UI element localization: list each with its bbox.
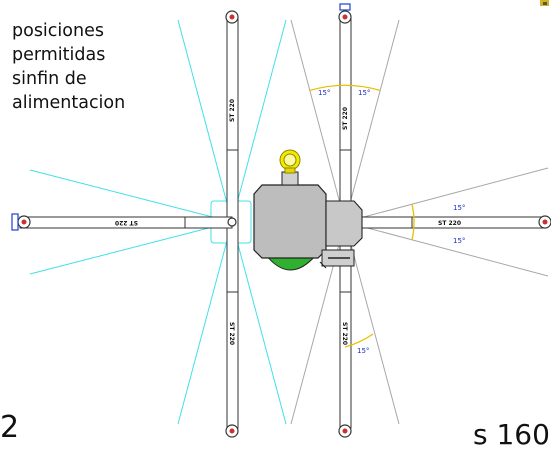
conveyor-label-lower-right: ST 220 bbox=[341, 322, 348, 345]
caption: posiciones permitidas sinfin de alimenta… bbox=[12, 19, 182, 115]
reference-line bbox=[290, 19, 346, 223]
corner-icon bbox=[540, 0, 549, 6]
allowed-line bbox=[29, 169, 233, 223]
reference-line bbox=[344, 221, 549, 277]
end-caps bbox=[11, 3, 351, 231]
angle-labels: 15° 15° 15° 15° 15° bbox=[318, 89, 465, 355]
conveyor-label-lower-left: ST 220 bbox=[228, 322, 235, 345]
angle-label-right-upper: 15° bbox=[453, 204, 465, 212]
motor bbox=[279, 149, 301, 174]
angle-arcs bbox=[309, 84, 415, 348]
conveyor-label-right: ST 220 bbox=[438, 220, 461, 227]
allowed-line bbox=[231, 221, 287, 425]
allowed-line bbox=[177, 19, 233, 223]
reference-lines bbox=[290, 19, 549, 425]
conveyor-label-left: ST 220 bbox=[115, 219, 138, 226]
end-markers bbox=[17, 10, 551, 438]
corner-text-right: s 160 bbox=[473, 418, 550, 451]
motor-mount bbox=[281, 171, 299, 186]
corner-text-left: 2 bbox=[0, 410, 20, 445]
conveyor-label-upper-right: ST 220 bbox=[342, 107, 349, 130]
machine bbox=[253, 149, 363, 271]
caption-line: alimentacion bbox=[12, 93, 126, 113]
caption-line: permitidas bbox=[12, 45, 106, 65]
caption-line: sinfin de bbox=[12, 69, 87, 89]
reference-line bbox=[344, 167, 549, 223]
conveyor-labels: ST 220 ST 220 ST 220 ST 220 ST 220 ST 22… bbox=[115, 99, 461, 345]
allowed-line bbox=[231, 19, 287, 223]
machine-body bbox=[253, 184, 327, 259]
allowed-line bbox=[29, 221, 233, 275]
allowed-position-lines bbox=[29, 19, 287, 425]
angle-label-bottom: 15° bbox=[357, 347, 369, 355]
allowed-line bbox=[177, 221, 233, 425]
conveyor-label-upper-left: ST 220 bbox=[229, 99, 236, 122]
caption-line: posiciones bbox=[12, 21, 104, 41]
angle-label-right-lower: 15° bbox=[453, 237, 465, 245]
angle-label-top-left: 15° bbox=[318, 89, 330, 97]
gearbox bbox=[325, 200, 363, 247]
reference-line bbox=[344, 19, 400, 223]
angle-label-top-right: 15° bbox=[358, 89, 370, 97]
